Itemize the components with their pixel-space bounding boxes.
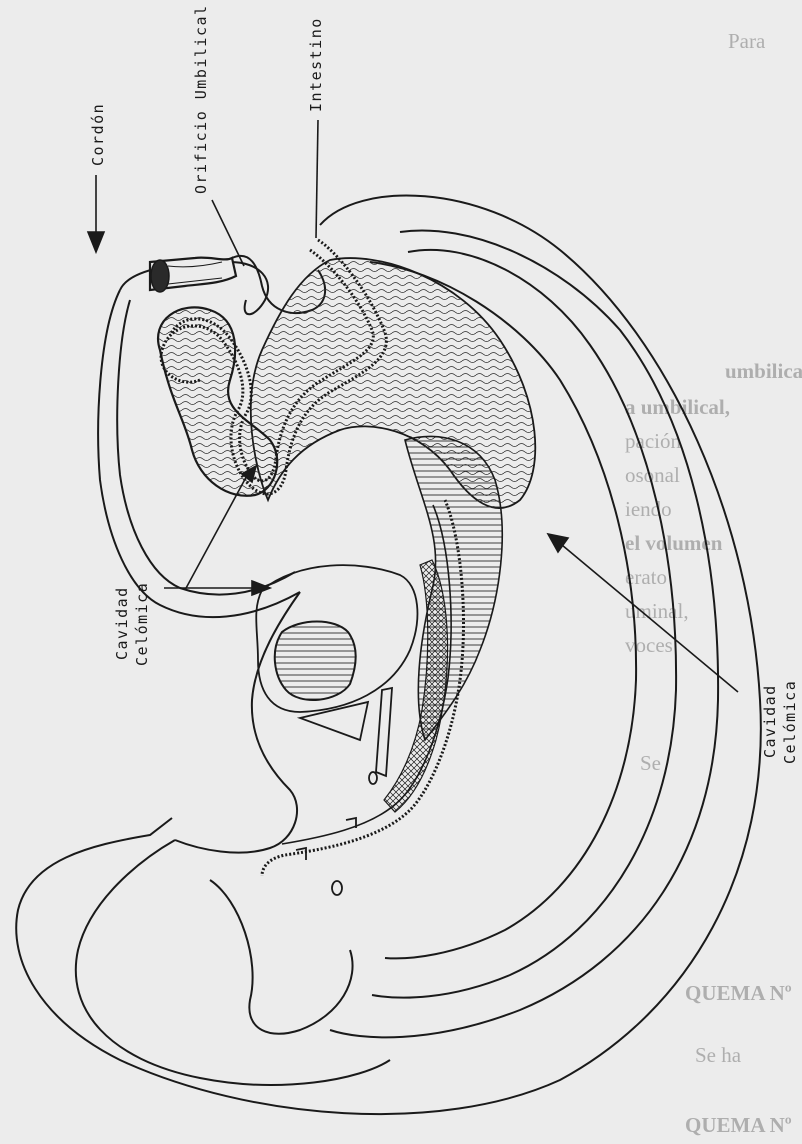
bg-line-11: Se: [640, 751, 661, 775]
bg-line-6: iendo: [625, 497, 672, 521]
head-region-outline: [76, 840, 390, 1085]
head-inner-fold: [210, 880, 353, 1034]
label-cavidad-right-2: Celómica: [781, 680, 799, 764]
lower-body-wall: [175, 592, 300, 853]
bleed-through-text: Para umbilical a umbilical, pación osona…: [625, 29, 802, 1137]
liver-hatched-region: [405, 436, 502, 740]
label-orificio-umbilical: Orificio Umbilical: [192, 4, 210, 194]
label-cordon: Cordón: [89, 103, 107, 166]
bg-line-10: voces: [625, 633, 673, 657]
bg-line-1: Para: [728, 29, 766, 53]
bg-line-4: pación: [625, 429, 681, 453]
cordon-arrowhead: [88, 232, 104, 252]
bg-line-2: umbilical: [725, 359, 802, 383]
cavity-right-arrowhead: [548, 534, 568, 552]
label-intestino: Intestino: [307, 17, 325, 112]
small-vesicle-2: [332, 881, 342, 895]
intestino-pointer: [316, 120, 318, 238]
umbilical-cord: [150, 258, 236, 292]
label-cavidad-right-1: Cavidad: [761, 684, 779, 758]
bg-line-14: QUEMA Nº: [685, 1113, 792, 1137]
bg-line-12: QUEMA Nº: [685, 981, 792, 1005]
orificio-pointer: [212, 200, 244, 266]
wavy-hatched-mass: [251, 258, 535, 508]
heart-body: [275, 622, 356, 701]
small-vesicle-1: [369, 772, 377, 784]
septum-wedge: [376, 688, 392, 776]
label-cavidad-left-2: Celómica: [133, 582, 151, 666]
bg-line-13: Se ha: [695, 1043, 742, 1067]
label-cavidad-left-1: Cavidad: [113, 586, 131, 660]
